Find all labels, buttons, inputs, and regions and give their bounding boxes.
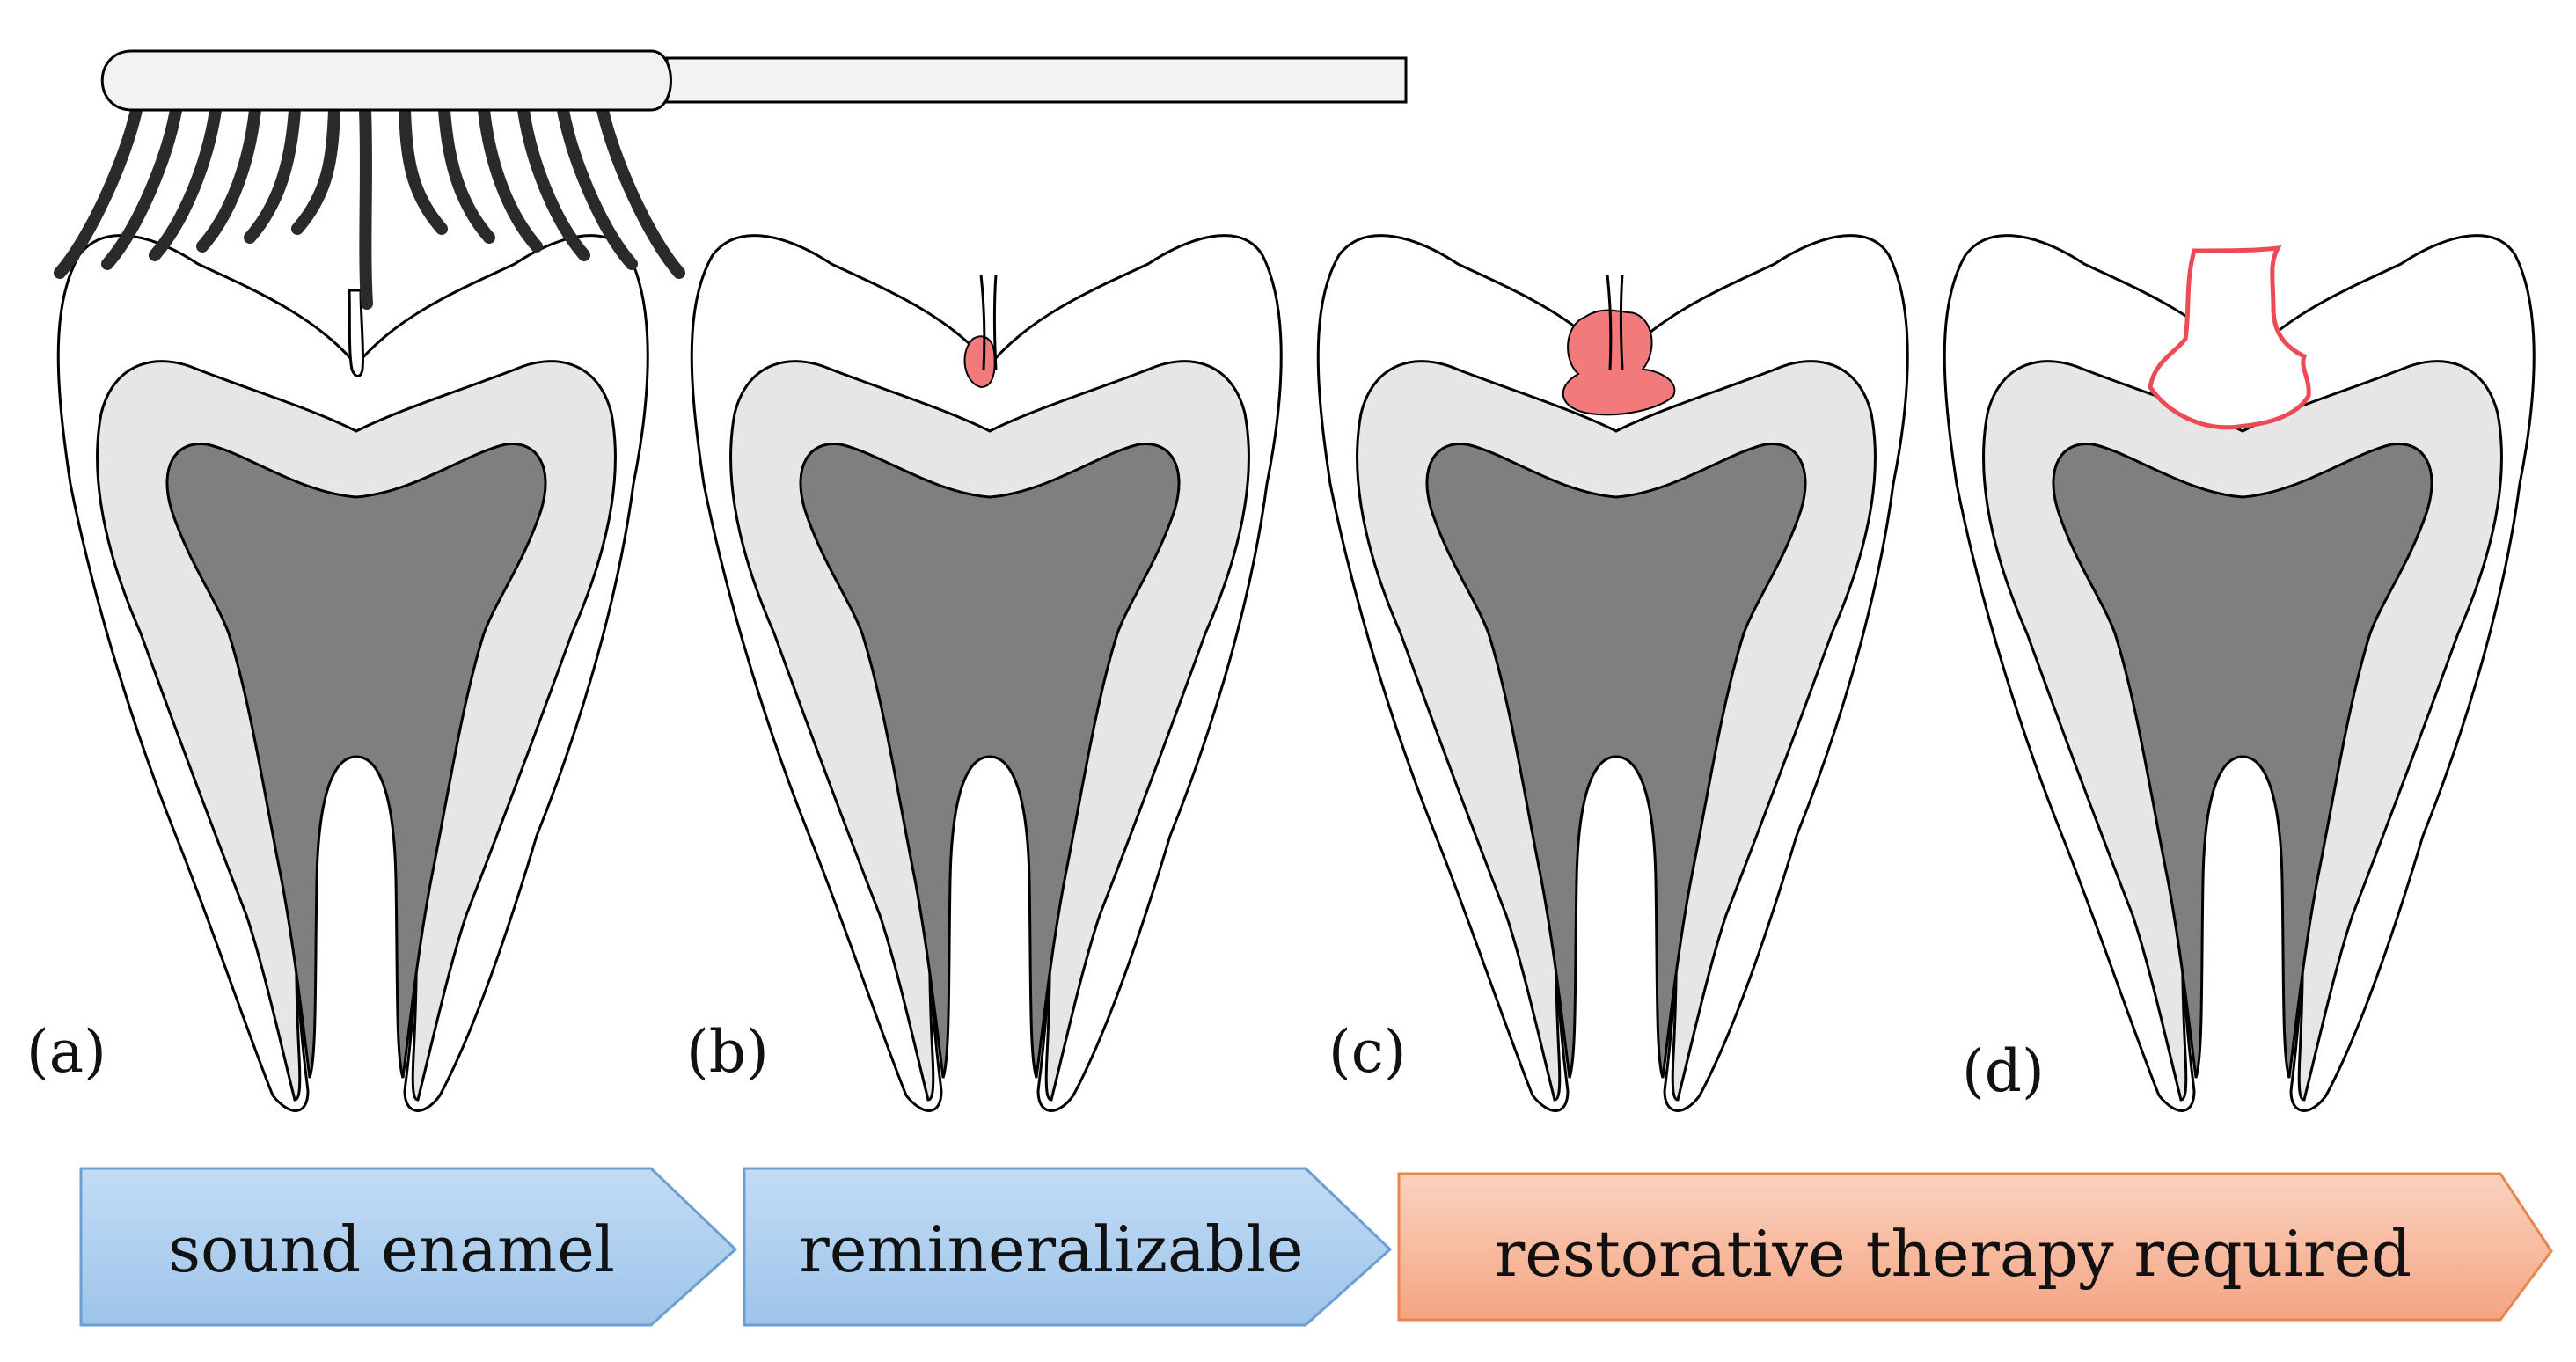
bristle	[557, 104, 638, 270]
bristle	[101, 104, 182, 270]
fissure-a	[348, 289, 365, 377]
fissure-b	[979, 274, 998, 370]
bristle	[244, 104, 301, 244]
stage-arrow-remineralizable: remineralizable	[743, 1167, 1393, 1327]
stage-label-remineralizable: remineralizable	[799, 1212, 1303, 1286]
panel-label-d: (d)	[1962, 1037, 2045, 1105]
toothbrush-handle	[665, 56, 1408, 104]
tooth-a-sound	[56, 234, 649, 1112]
panel-label-b: (b)	[686, 1018, 769, 1086]
bristle	[291, 104, 340, 235]
panel-label-a: (a)	[26, 1018, 106, 1086]
stage-label-restorative-therapy: restorative therapy required	[1495, 1217, 2411, 1291]
fissure-c	[1606, 274, 1624, 370]
cavity-d	[2148, 245, 2311, 430]
tooth-c-restorative	[1316, 234, 1909, 1112]
toothbrush-bristles	[54, 104, 685, 310]
tooth-b-remineralizable	[690, 234, 1283, 1112]
bristle	[149, 104, 222, 261]
tooth-d-cavity	[1943, 234, 2536, 1112]
toothbrush-head	[100, 49, 672, 112]
bristle	[517, 104, 590, 261]
bristle	[438, 104, 495, 244]
toothbrush-icon	[54, 49, 1408, 310]
bristle	[399, 104, 448, 235]
stage-label-sound-enamel: sound enamel	[168, 1212, 615, 1286]
stage-arrow-sound-enamel: sound enamel	[79, 1167, 738, 1327]
panel-label-c: (c)	[1328, 1018, 1406, 1086]
lesion-b	[963, 335, 996, 389]
bristle	[196, 104, 261, 253]
bristle	[596, 104, 685, 279]
bristle	[478, 104, 543, 253]
bristle	[359, 104, 373, 310]
stage-arrow-restorative-therapy: restorative therapy required	[1397, 1172, 2553, 1322]
bristle	[54, 104, 143, 279]
lesion-c	[1562, 309, 1676, 416]
